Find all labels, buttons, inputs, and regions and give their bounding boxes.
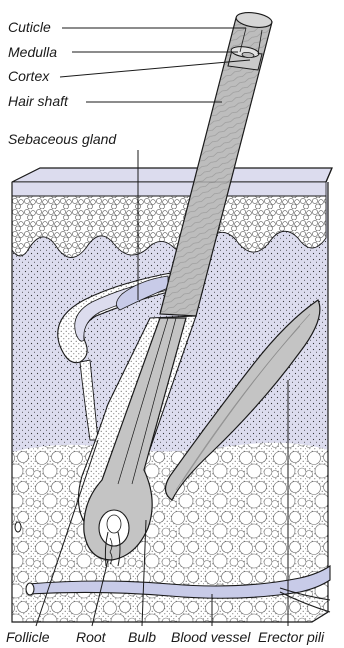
label-root: Root <box>76 629 107 645</box>
label-follicle: Follicle <box>6 629 50 645</box>
label-hair-shaft: Hair shaft <box>8 93 69 109</box>
epidermis-top-surface <box>12 168 332 182</box>
label-erector-pili: Erector pili <box>258 629 325 645</box>
label-bulb: Bulb <box>128 629 156 645</box>
vessel-cut-end <box>26 583 34 595</box>
epidermis-band <box>12 182 326 196</box>
label-sebaceous-gland: Sebaceous gland <box>8 131 117 147</box>
label-medulla: Medulla <box>8 44 57 60</box>
label-blood-vessel: Blood vessel <box>171 629 251 645</box>
label-cuticle: Cuticle <box>8 19 51 35</box>
label-cortex: Cortex <box>8 68 50 84</box>
